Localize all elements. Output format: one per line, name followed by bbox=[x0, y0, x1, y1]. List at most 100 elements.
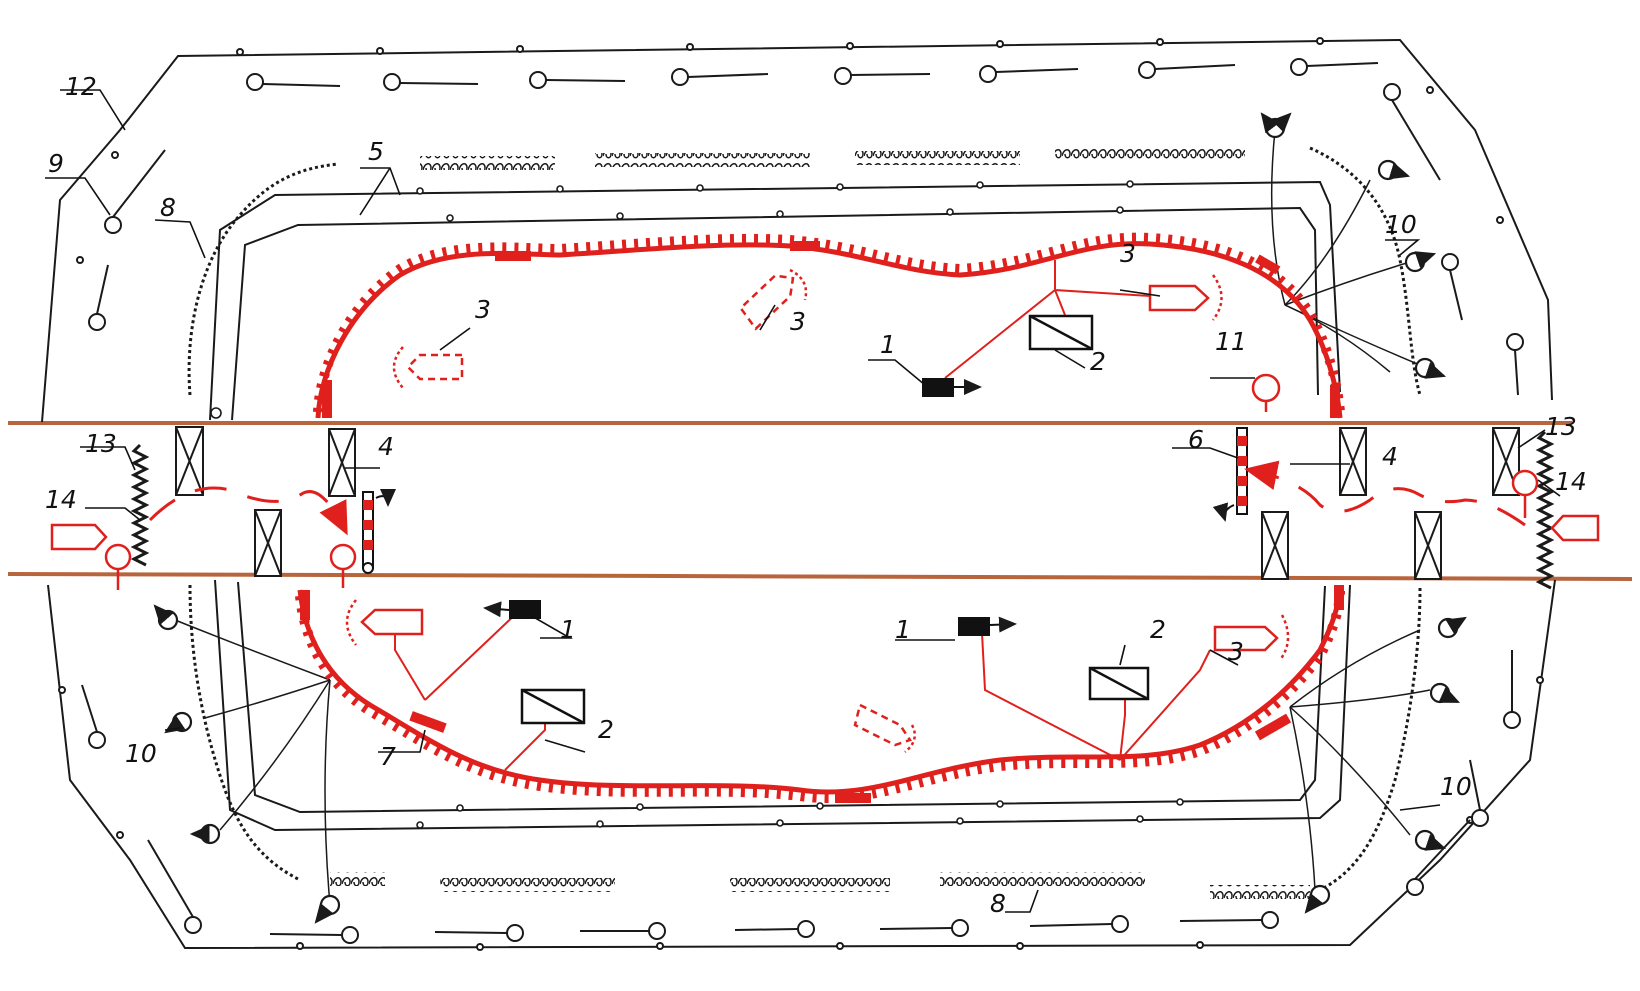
mine-icon bbox=[1179, 911, 1279, 929]
label-4-right: 4 bbox=[1382, 442, 1398, 471]
label-10-right: 10 bbox=[1440, 772, 1472, 801]
sentry-icon bbox=[164, 711, 193, 734]
sentry-icon bbox=[1414, 357, 1447, 379]
inner-fences bbox=[209, 180, 1351, 832]
mine-icon bbox=[1503, 650, 1521, 729]
label-2-right: 2 bbox=[1150, 615, 1166, 644]
leader-lines bbox=[45, 89, 1561, 913]
zigzag-barrier-icon bbox=[130, 443, 150, 567]
label-7: 7 bbox=[380, 742, 396, 771]
label-8-top: 8 bbox=[160, 193, 176, 222]
label-4-left: 4 bbox=[378, 432, 394, 461]
mine-icon bbox=[434, 924, 524, 942]
inner-fence-markers bbox=[210, 180, 1184, 829]
mine-row-bottom bbox=[269, 911, 1279, 944]
mine-icon bbox=[734, 920, 815, 938]
mine-row-top bbox=[246, 58, 1379, 91]
mine-icon bbox=[529, 71, 626, 89]
weapon-position-icon bbox=[345, 599, 424, 646]
weapon-position-icon bbox=[392, 346, 464, 389]
mine-icon bbox=[671, 68, 769, 86]
label-2-left: 2 bbox=[598, 715, 614, 744]
bunker-icon bbox=[520, 688, 586, 725]
vehicle-icon bbox=[50, 523, 108, 551]
sentry-icon bbox=[1404, 251, 1437, 273]
mine-column-sides bbox=[81, 83, 1524, 934]
mine-icon bbox=[383, 73, 479, 91]
hedgehog-icon bbox=[1414, 511, 1442, 580]
label-13-left: 13 bbox=[85, 429, 117, 458]
sentry-icon bbox=[1377, 159, 1411, 181]
zigzag-barriers bbox=[130, 430, 1555, 590]
mine-icon bbox=[580, 922, 666, 940]
mine-icon bbox=[246, 73, 341, 91]
mine-icon bbox=[834, 67, 931, 85]
weapon-position-icon bbox=[1148, 274, 1223, 321]
outer-fence-markers bbox=[58, 37, 1544, 951]
label-3-a: 3 bbox=[1120, 239, 1136, 268]
mine-icon bbox=[979, 65, 1079, 83]
perimeter-trench bbox=[295, 232, 1345, 804]
vehicle-route bbox=[148, 460, 1526, 536]
bunker-icon bbox=[1088, 666, 1150, 701]
sentry-icon bbox=[1260, 112, 1292, 139]
number-labels: 1 1 1 2 2 2 3 3 3 3 4 4 5 6 7 8 8 9 10 1… bbox=[45, 72, 1587, 918]
firing-post-icon bbox=[483, 600, 541, 619]
mine-icon bbox=[1441, 253, 1463, 321]
label-1-top: 1 bbox=[880, 330, 896, 359]
concertina-wire bbox=[187, 146, 1422, 899]
weapon-positions bbox=[345, 268, 1290, 753]
label-10-top: 10 bbox=[1385, 210, 1417, 239]
mine-icon bbox=[1506, 333, 1524, 396]
entry-vehicles bbox=[50, 469, 1600, 590]
mine-icon bbox=[81, 684, 106, 749]
mine-icon bbox=[1290, 58, 1379, 76]
label-12: 12 bbox=[65, 72, 97, 101]
firing-post-icon bbox=[922, 378, 982, 397]
mine-icon bbox=[104, 149, 166, 234]
outer-wire-fence bbox=[41, 37, 1556, 951]
sentry-icon bbox=[153, 604, 179, 631]
hedgehogs bbox=[175, 426, 1520, 580]
hedgehog-icon bbox=[1261, 511, 1289, 580]
sentry-post-red bbox=[1251, 373, 1281, 412]
barrier-gate-icon bbox=[362, 488, 396, 574]
mine-icon bbox=[1469, 759, 1489, 827]
label-13-right: 13 bbox=[1545, 412, 1577, 441]
hedgehog-icon bbox=[175, 426, 204, 496]
sentry-icon bbox=[1429, 682, 1461, 704]
weapon-position-icon bbox=[1213, 614, 1290, 661]
vehicle-icon bbox=[1550, 514, 1600, 542]
sentry-icon bbox=[314, 894, 341, 924]
label-3-d: 3 bbox=[1228, 637, 1244, 666]
label-10-left: 10 bbox=[125, 739, 157, 768]
label-6: 6 bbox=[1188, 425, 1204, 454]
label-14-left: 14 bbox=[45, 485, 77, 514]
weapon-position-icon bbox=[853, 703, 917, 753]
firing-post-icon bbox=[958, 616, 1017, 636]
sentry-icon bbox=[1414, 829, 1447, 851]
mine-icon bbox=[147, 839, 202, 934]
sentry-icon bbox=[189, 823, 221, 845]
mine-icon bbox=[88, 264, 109, 331]
bunkers bbox=[520, 314, 1150, 725]
label-8-bottom: 8 bbox=[990, 889, 1006, 918]
mine-icon bbox=[1383, 83, 1441, 181]
sentry-icon bbox=[1511, 469, 1539, 518]
mine-icon bbox=[1138, 61, 1236, 79]
weapon-position-icon bbox=[739, 268, 808, 331]
trip-wires bbox=[174, 129, 1431, 906]
label-3-c: 3 bbox=[475, 295, 491, 324]
sentry-icon bbox=[104, 543, 132, 590]
barrier-gates bbox=[362, 427, 1248, 574]
firing-posts bbox=[483, 378, 1017, 636]
sentry-icon bbox=[329, 543, 357, 588]
sentry-posts bbox=[153, 112, 1467, 924]
sentry-icon bbox=[1437, 616, 1467, 639]
mine-icon bbox=[1029, 915, 1129, 933]
hedgehog-icon bbox=[328, 428, 356, 497]
sentry-icon bbox=[1304, 884, 1331, 914]
hedgehog-icon bbox=[1339, 427, 1367, 496]
barrier-gate-icon bbox=[1212, 427, 1248, 522]
